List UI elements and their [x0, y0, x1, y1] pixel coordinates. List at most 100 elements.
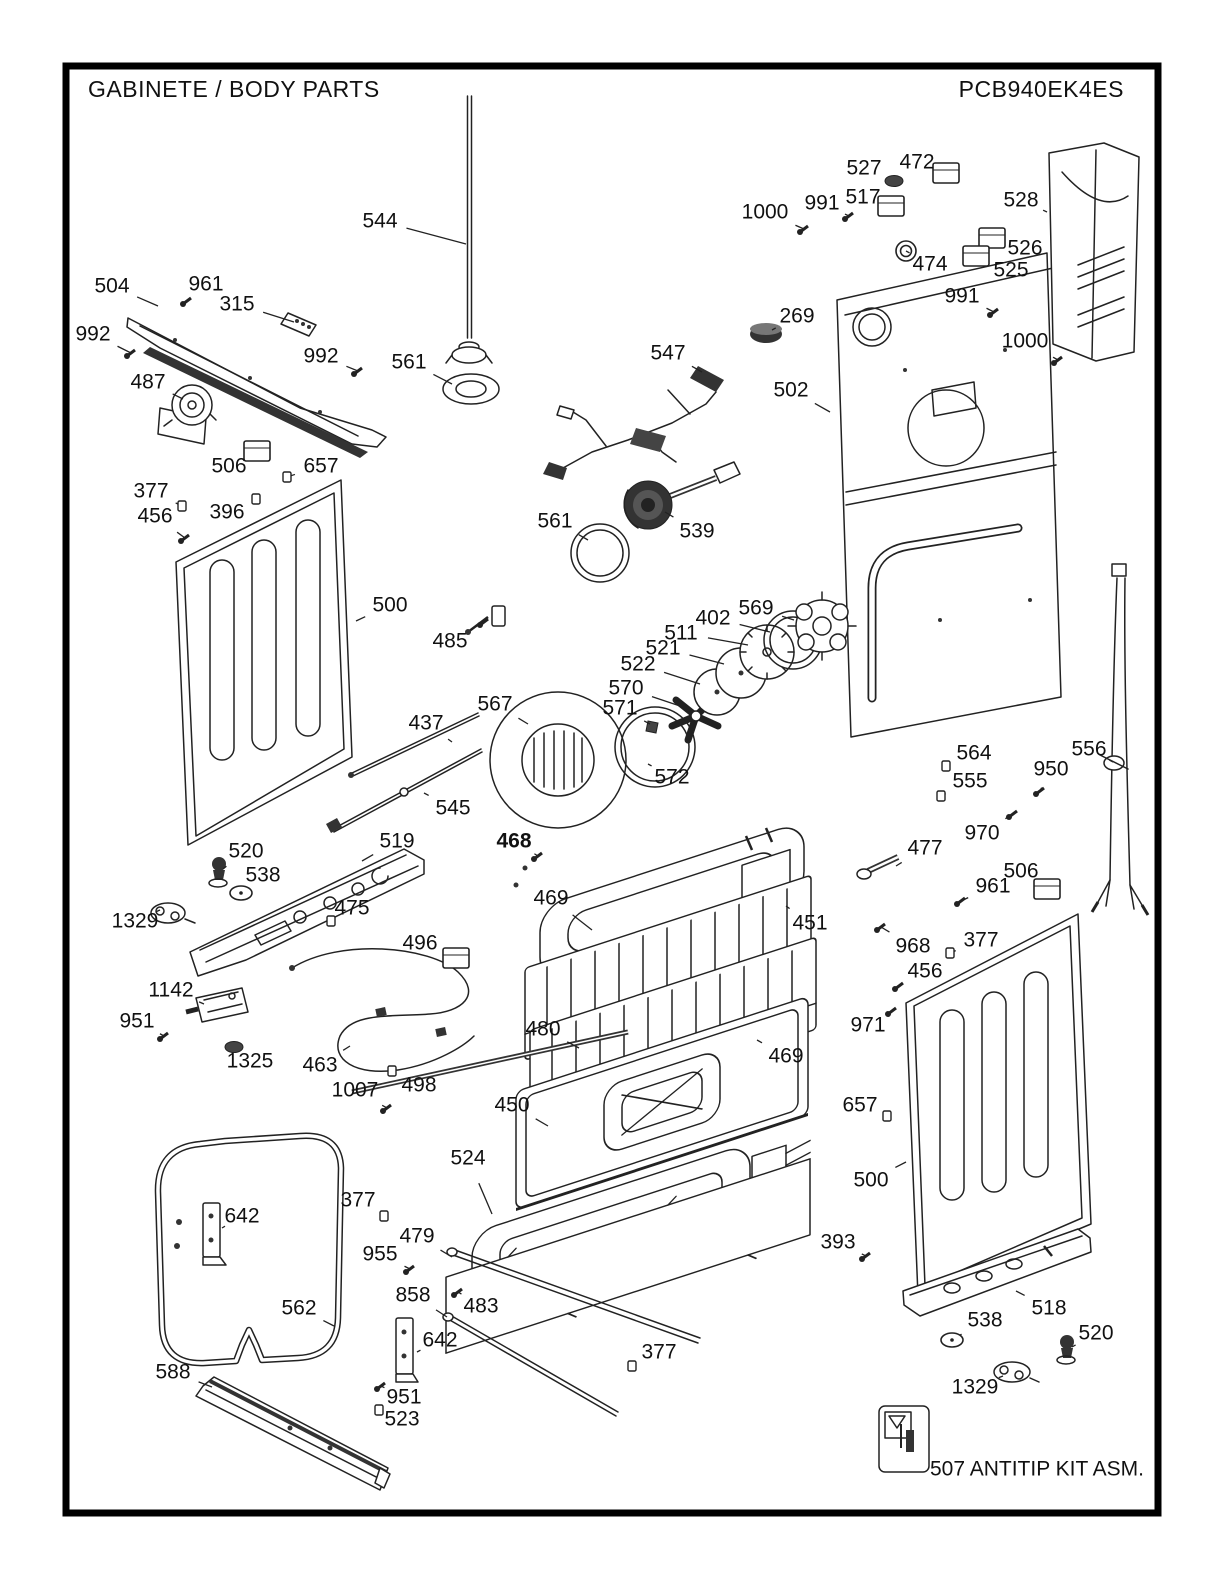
part-callout: 555 — [952, 769, 988, 793]
part-callout: 657 — [303, 454, 339, 478]
part-callout: 506 — [211, 454, 247, 478]
part-callout: 517 — [845, 185, 881, 209]
page-border — [62, 62, 1162, 1517]
part-callout: 523 — [384, 1407, 420, 1431]
slide-rail-518 — [902, 1228, 1092, 1317]
part-callout: 451 — [792, 911, 828, 935]
part-callout: 456 — [907, 959, 943, 983]
part-callout: 991 — [944, 284, 980, 308]
slide-rail-519 — [189, 848, 425, 977]
part-callout: 377 — [641, 1340, 677, 1364]
latch-1142 — [185, 987, 249, 1023]
part-callout: 951 — [386, 1385, 422, 1409]
part-callout: 520 — [1078, 1321, 1114, 1345]
part-callout: 393 — [820, 1230, 856, 1254]
part-callout: 588 — [155, 1360, 191, 1384]
part-callout: 315 — [219, 292, 255, 316]
fan-assembly — [489, 591, 857, 829]
part-callout: 469 — [533, 886, 569, 910]
part-callout: 500 — [372, 593, 408, 617]
bracket-1329-right — [993, 1361, 1040, 1383]
side-panel-500-left — [175, 479, 353, 846]
probe-539 — [623, 461, 741, 530]
part-callout: 483 — [463, 1294, 499, 1318]
part-callout: 377 — [963, 928, 999, 952]
part-callout: 1329 — [111, 909, 159, 933]
part-callout: 402 — [695, 606, 731, 630]
vent-trim-504 — [126, 317, 387, 458]
part-callout: 477 — [907, 836, 943, 860]
part-callout: 970 — [964, 821, 1000, 845]
part-callout: 437 — [408, 711, 444, 735]
rods-437-545 — [326, 712, 483, 833]
page-title: GABINETE / BODY PARTS — [88, 76, 380, 102]
part-callout: 547 — [650, 341, 686, 365]
part-callout: 971 — [850, 1013, 886, 1037]
part-callout: 951 — [119, 1009, 155, 1033]
part-callout: 450 — [494, 1093, 530, 1117]
rods-479-858 — [442, 1247, 701, 1417]
part-callout: 570 — [608, 676, 644, 700]
part-callout: 526 — [1007, 236, 1043, 260]
misc-screws — [513, 865, 528, 888]
part-callout: 475 — [334, 896, 370, 920]
model-number: PCB940EK4ES — [958, 76, 1124, 102]
part-callout: 498 — [401, 1073, 437, 1097]
part-callout: 1325 — [226, 1049, 274, 1073]
part-callout: 961 — [188, 272, 224, 296]
part-callout: 396 — [209, 500, 245, 524]
bottom-rail-588 — [195, 1376, 391, 1491]
part-callout: 968 — [895, 934, 931, 958]
door-gasket-562 — [154, 1132, 345, 1367]
part-callout: 474 — [912, 252, 948, 276]
part-callout: 468 — [496, 829, 532, 853]
part-callout: 561 — [537, 509, 573, 533]
back-panel-502 — [836, 252, 1062, 738]
part-callout: 522 — [620, 652, 656, 676]
side-panel-500-right — [905, 913, 1092, 1297]
part-callout: 539 — [679, 519, 715, 543]
part-callout: 524 — [450, 1146, 486, 1170]
part-callout: 642 — [224, 1204, 260, 1228]
part-callout: 569 — [738, 596, 774, 620]
part-callout: 269 — [779, 304, 815, 328]
wires-556 — [1090, 563, 1150, 916]
part-callout: 528 — [1003, 188, 1039, 212]
part-callout: 545 — [435, 796, 471, 820]
part-callout: 657 — [842, 1093, 878, 1117]
bracket-528 — [1048, 142, 1140, 362]
part-callout: 858 — [395, 1283, 431, 1307]
part-callout: 480 — [525, 1017, 561, 1041]
part-callout: 472 — [899, 150, 935, 174]
thermostat-477 — [856, 854, 900, 880]
part-callout: 950 — [1033, 757, 1069, 781]
part-callout: 519 — [379, 829, 415, 853]
part-callout: 1000 — [741, 200, 789, 224]
leader-lines — [117, 162, 1114, 1416]
harness-547 — [543, 366, 724, 480]
part-callout: 479 — [399, 1224, 435, 1248]
part-callout: 961 — [975, 874, 1011, 898]
part-callout: 469 — [768, 1044, 804, 1068]
trim-480 — [351, 1029, 629, 1095]
part-callout: 561 — [391, 350, 427, 374]
part-callout: 456 — [137, 504, 173, 528]
part-callout: 377 — [340, 1188, 376, 1212]
part-callout: 572 — [654, 765, 690, 789]
part-callout: 500 — [853, 1168, 889, 1192]
cap-269 — [750, 323, 782, 343]
part-callout: 463 — [302, 1053, 338, 1077]
part-callout: 504 — [94, 274, 130, 298]
part-callout: 377 — [133, 479, 169, 503]
part-callout: 506 — [1003, 859, 1039, 883]
part-callout: 1007 — [331, 1078, 379, 1102]
part-callout: 955 — [362, 1242, 398, 1266]
part-callout: 520 — [228, 839, 264, 863]
part-callout: 538 — [967, 1308, 1003, 1332]
broil-screws — [744, 827, 774, 851]
part-callout: 485 — [432, 629, 468, 653]
oven-bottom-450 — [515, 997, 809, 1211]
part-callout: 564 — [956, 741, 992, 765]
